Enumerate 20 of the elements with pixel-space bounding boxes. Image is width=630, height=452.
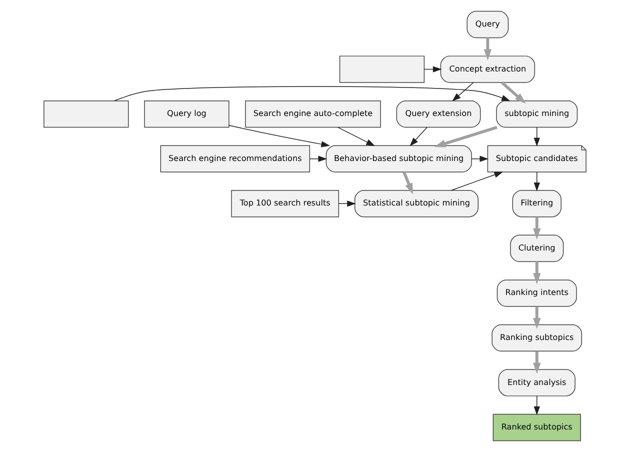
- arrow: [534, 172, 540, 192]
- arrow: [410, 126, 428, 146]
- arrow: [484, 38, 492, 60]
- arrow: [533, 351, 541, 374]
- node-box: [44, 100, 129, 128]
- arrow: [434, 126, 498, 148]
- arrow: [533, 216, 541, 240]
- arrow: [500, 81, 526, 104]
- node-box: [339, 56, 425, 83]
- arrow: [114, 86, 510, 102]
- arrow: [534, 126, 540, 147]
- arrow: [337, 126, 376, 146]
- arrow: [533, 262, 541, 284]
- arrow: [450, 172, 504, 191]
- arrow: [338, 200, 356, 207]
- arrow: [534, 396, 540, 416]
- arrow: [452, 82, 474, 102]
- arrow: [533, 306, 541, 329]
- arrow: [402, 172, 414, 194]
- arrow: [228, 125, 330, 148]
